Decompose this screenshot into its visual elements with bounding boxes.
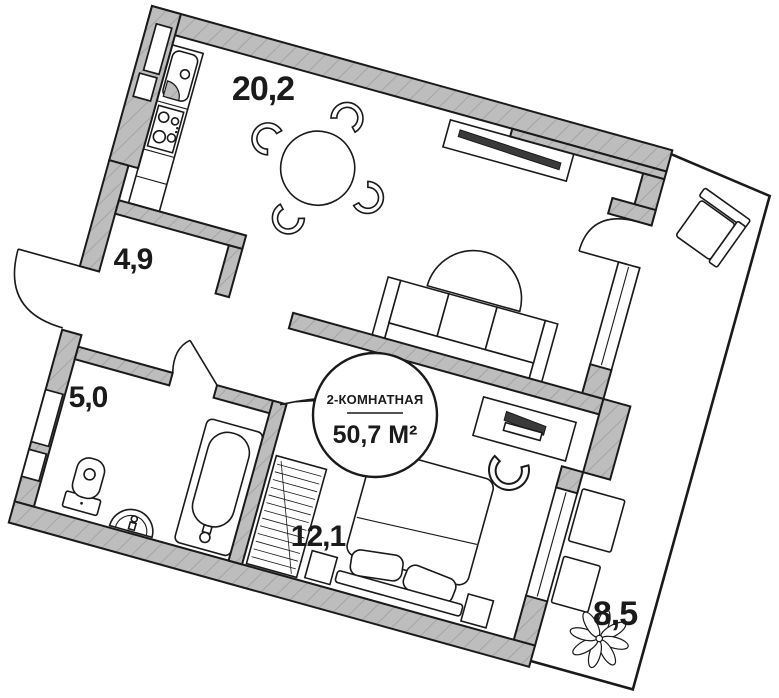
dining-chair-icon (351, 178, 391, 221)
room-label-kitchen-living: 20,2 (232, 70, 294, 108)
living-room-window (589, 260, 641, 372)
apartment-area-label: 50,7 М² (333, 421, 418, 449)
armchair-icon (676, 187, 751, 268)
doors (13, 218, 640, 406)
balcony-bench-icon (567, 488, 626, 553)
fridge-icon (162, 50, 199, 102)
bathroom-door (171, 339, 218, 386)
bathtub-icon (174, 418, 264, 557)
balcony-outline (530, 152, 772, 691)
stove-icon (146, 104, 185, 154)
double-bed-icon (334, 448, 495, 617)
room-label-bathroom: 5,0 (69, 381, 108, 414)
room-label-bedroom: 12,1 (291, 520, 346, 553)
plant-icon (569, 608, 629, 669)
balcony-door (578, 218, 640, 266)
room-label-balcony: 8,5 (593, 595, 637, 633)
wardrobe-icon (245, 454, 328, 579)
sofa-icon (371, 275, 559, 383)
dining-chair-icon (328, 95, 370, 135)
bedroom-window (525, 486, 579, 603)
nightstand-icon (303, 549, 339, 586)
wall-niches (20, 22, 173, 483)
washbasin-icon (108, 508, 154, 539)
toilet-icon (61, 457, 106, 517)
apartment-type-label: 2-КОМНАТНАЯ (327, 392, 424, 407)
rug-icon (426, 249, 523, 313)
windows (525, 260, 641, 603)
monitor-icon (503, 410, 547, 436)
dining-chair-icon (245, 116, 284, 158)
entrance-door (13, 248, 81, 329)
dining-table-icon (279, 130, 356, 206)
tv-icon (457, 129, 562, 171)
pillow-icon (349, 549, 404, 582)
nightstand-icon (459, 592, 495, 629)
dining-chair-icon (265, 202, 307, 241)
balcony-bench-icon (550, 555, 601, 613)
room-labels: 20,2 4,9 5,0 12,1 8,5 (69, 70, 639, 633)
apartment-badge: 2-КОМНАТНАЯ 50,7 М² (311, 351, 439, 479)
desk-icon (471, 395, 578, 463)
room-label-hallway: 4,9 (114, 243, 153, 276)
